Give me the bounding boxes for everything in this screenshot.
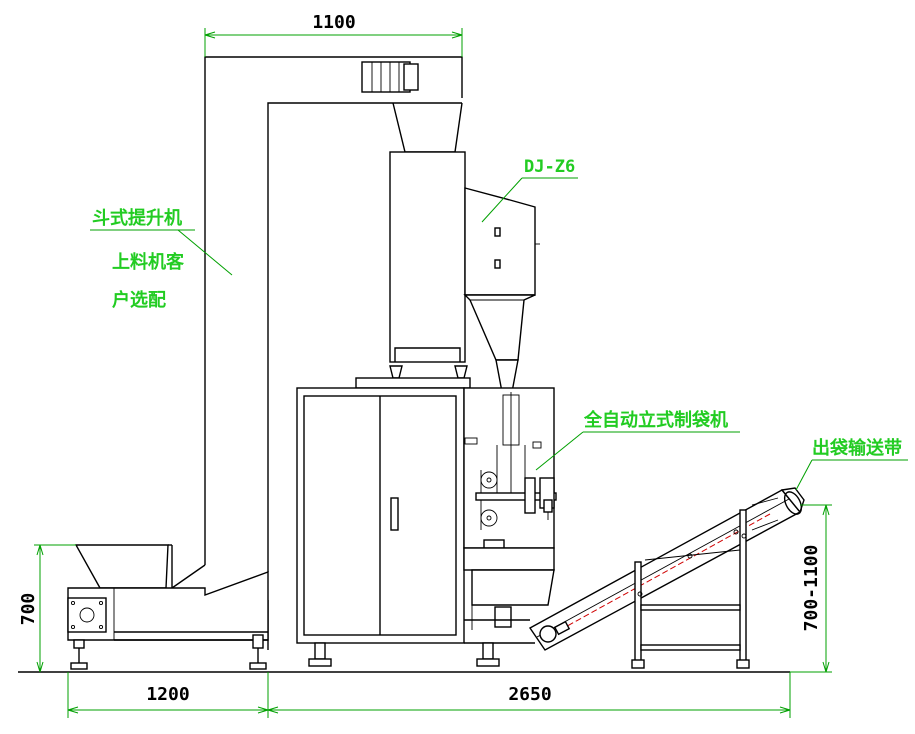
dimension-conveyor-height-text: 700-1100 — [801, 545, 822, 632]
dimension-bottom-left: 1200 — [67, 672, 269, 718]
label-output-conveyor: 出袋输送带 — [795, 437, 908, 491]
dimension-conveyor-height: 700-1100 — [790, 504, 832, 673]
dimension-hopper-height-text: 700 — [18, 593, 39, 626]
label-elevator-line1: 斗式提升机 — [92, 207, 182, 229]
multihead-weigher — [355, 151, 540, 393]
label-elevator: 斗式提升机 上料机客 户选配 — [90, 207, 233, 311]
label-elevator-line2: 上料机客 — [112, 251, 185, 273]
label-packing-machine: 全自动立式制袋机 — [535, 409, 740, 471]
label-output-conveyor-text: 出袋输送带 — [812, 437, 902, 459]
label-model: DJ-Z6 — [481, 157, 578, 223]
label-elevator-line3: 户选配 — [112, 289, 166, 311]
dimension-bottom-left-text: 1200 — [146, 684, 189, 705]
dimension-hopper-height: 700 — [18, 544, 76, 673]
dimension-bottom-right: 2650 — [267, 672, 791, 718]
dimension-top: 1100 — [204, 12, 463, 57]
label-model-text: DJ-Z6 — [524, 157, 575, 177]
vertical-packing-machine — [296, 387, 557, 667]
label-packing-machine-text: 全自动立式制袋机 — [583, 409, 728, 431]
dimension-bottom-right-text: 2650 — [508, 684, 551, 705]
output-conveyor — [528, 487, 805, 669]
bucket-elevator — [67, 56, 463, 670]
dimension-top-text: 1100 — [312, 12, 355, 33]
